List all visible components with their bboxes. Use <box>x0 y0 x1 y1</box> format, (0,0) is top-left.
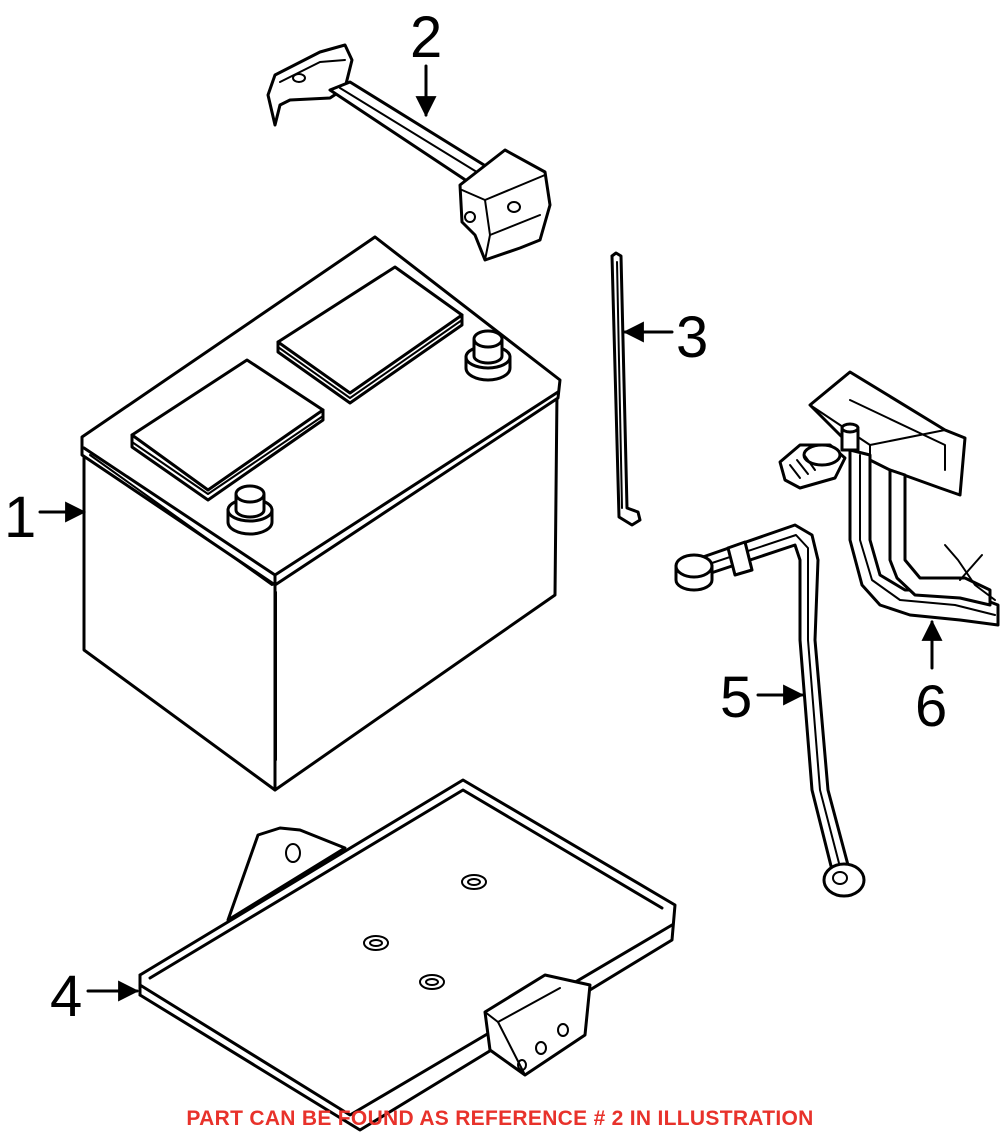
battery-terminal-left <box>226 484 274 536</box>
callout-number-6: 6 <box>915 674 947 739</box>
callout-number-3: 3 <box>676 305 708 370</box>
callout-number-4: 4 <box>50 964 82 1029</box>
battery-terminal-right <box>464 329 512 382</box>
reference-note: PART CAN BE FOUND AS REFERENCE # 2 IN IL… <box>186 1107 814 1130</box>
callout-number-5: 5 <box>720 665 752 730</box>
negative-cable <box>674 523 866 898</box>
callout-number-2: 2 <box>410 5 442 70</box>
positive-cable <box>778 370 1000 627</box>
battery-tray <box>138 778 677 1132</box>
hold-down-bracket <box>266 43 552 262</box>
battery <box>80 235 562 792</box>
callout-arrows <box>38 64 943 1002</box>
hold-down-rod <box>610 251 642 527</box>
callout-number-1: 1 <box>4 485 36 550</box>
